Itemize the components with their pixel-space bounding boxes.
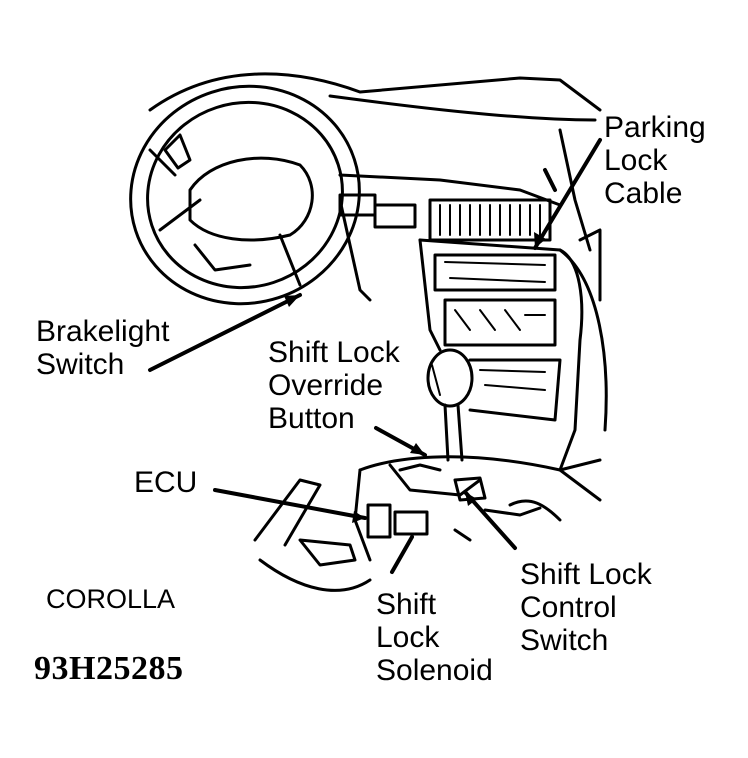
model-label: COROLLA	[46, 584, 176, 614]
gear-shifter	[426, 348, 474, 462]
dashboard-outline	[148, 72, 602, 302]
leader-lines	[148, 138, 602, 574]
arrow-heads	[284, 232, 546, 523]
shift-lock-solenoid-label: Shift Lock Solenoid	[376, 588, 493, 687]
shift-lock-override-button-label: Shift Lock Override Button	[268, 336, 400, 435]
parking-lock-cable-label: Parking Lock Cable	[604, 111, 706, 210]
brakelight-switch-label: Brakelight Switch	[36, 315, 170, 381]
steering-wheel	[129, 84, 361, 306]
seat-outline	[253, 478, 372, 592]
ecu-label: ECU	[134, 466, 198, 499]
center-console	[418, 228, 608, 472]
center-vents	[338, 193, 552, 242]
figure-id: 93H25285	[34, 650, 184, 687]
floor-console	[353, 455, 602, 562]
shift-lock-control-switch-label: Shift Lock Control Switch	[520, 558, 652, 657]
